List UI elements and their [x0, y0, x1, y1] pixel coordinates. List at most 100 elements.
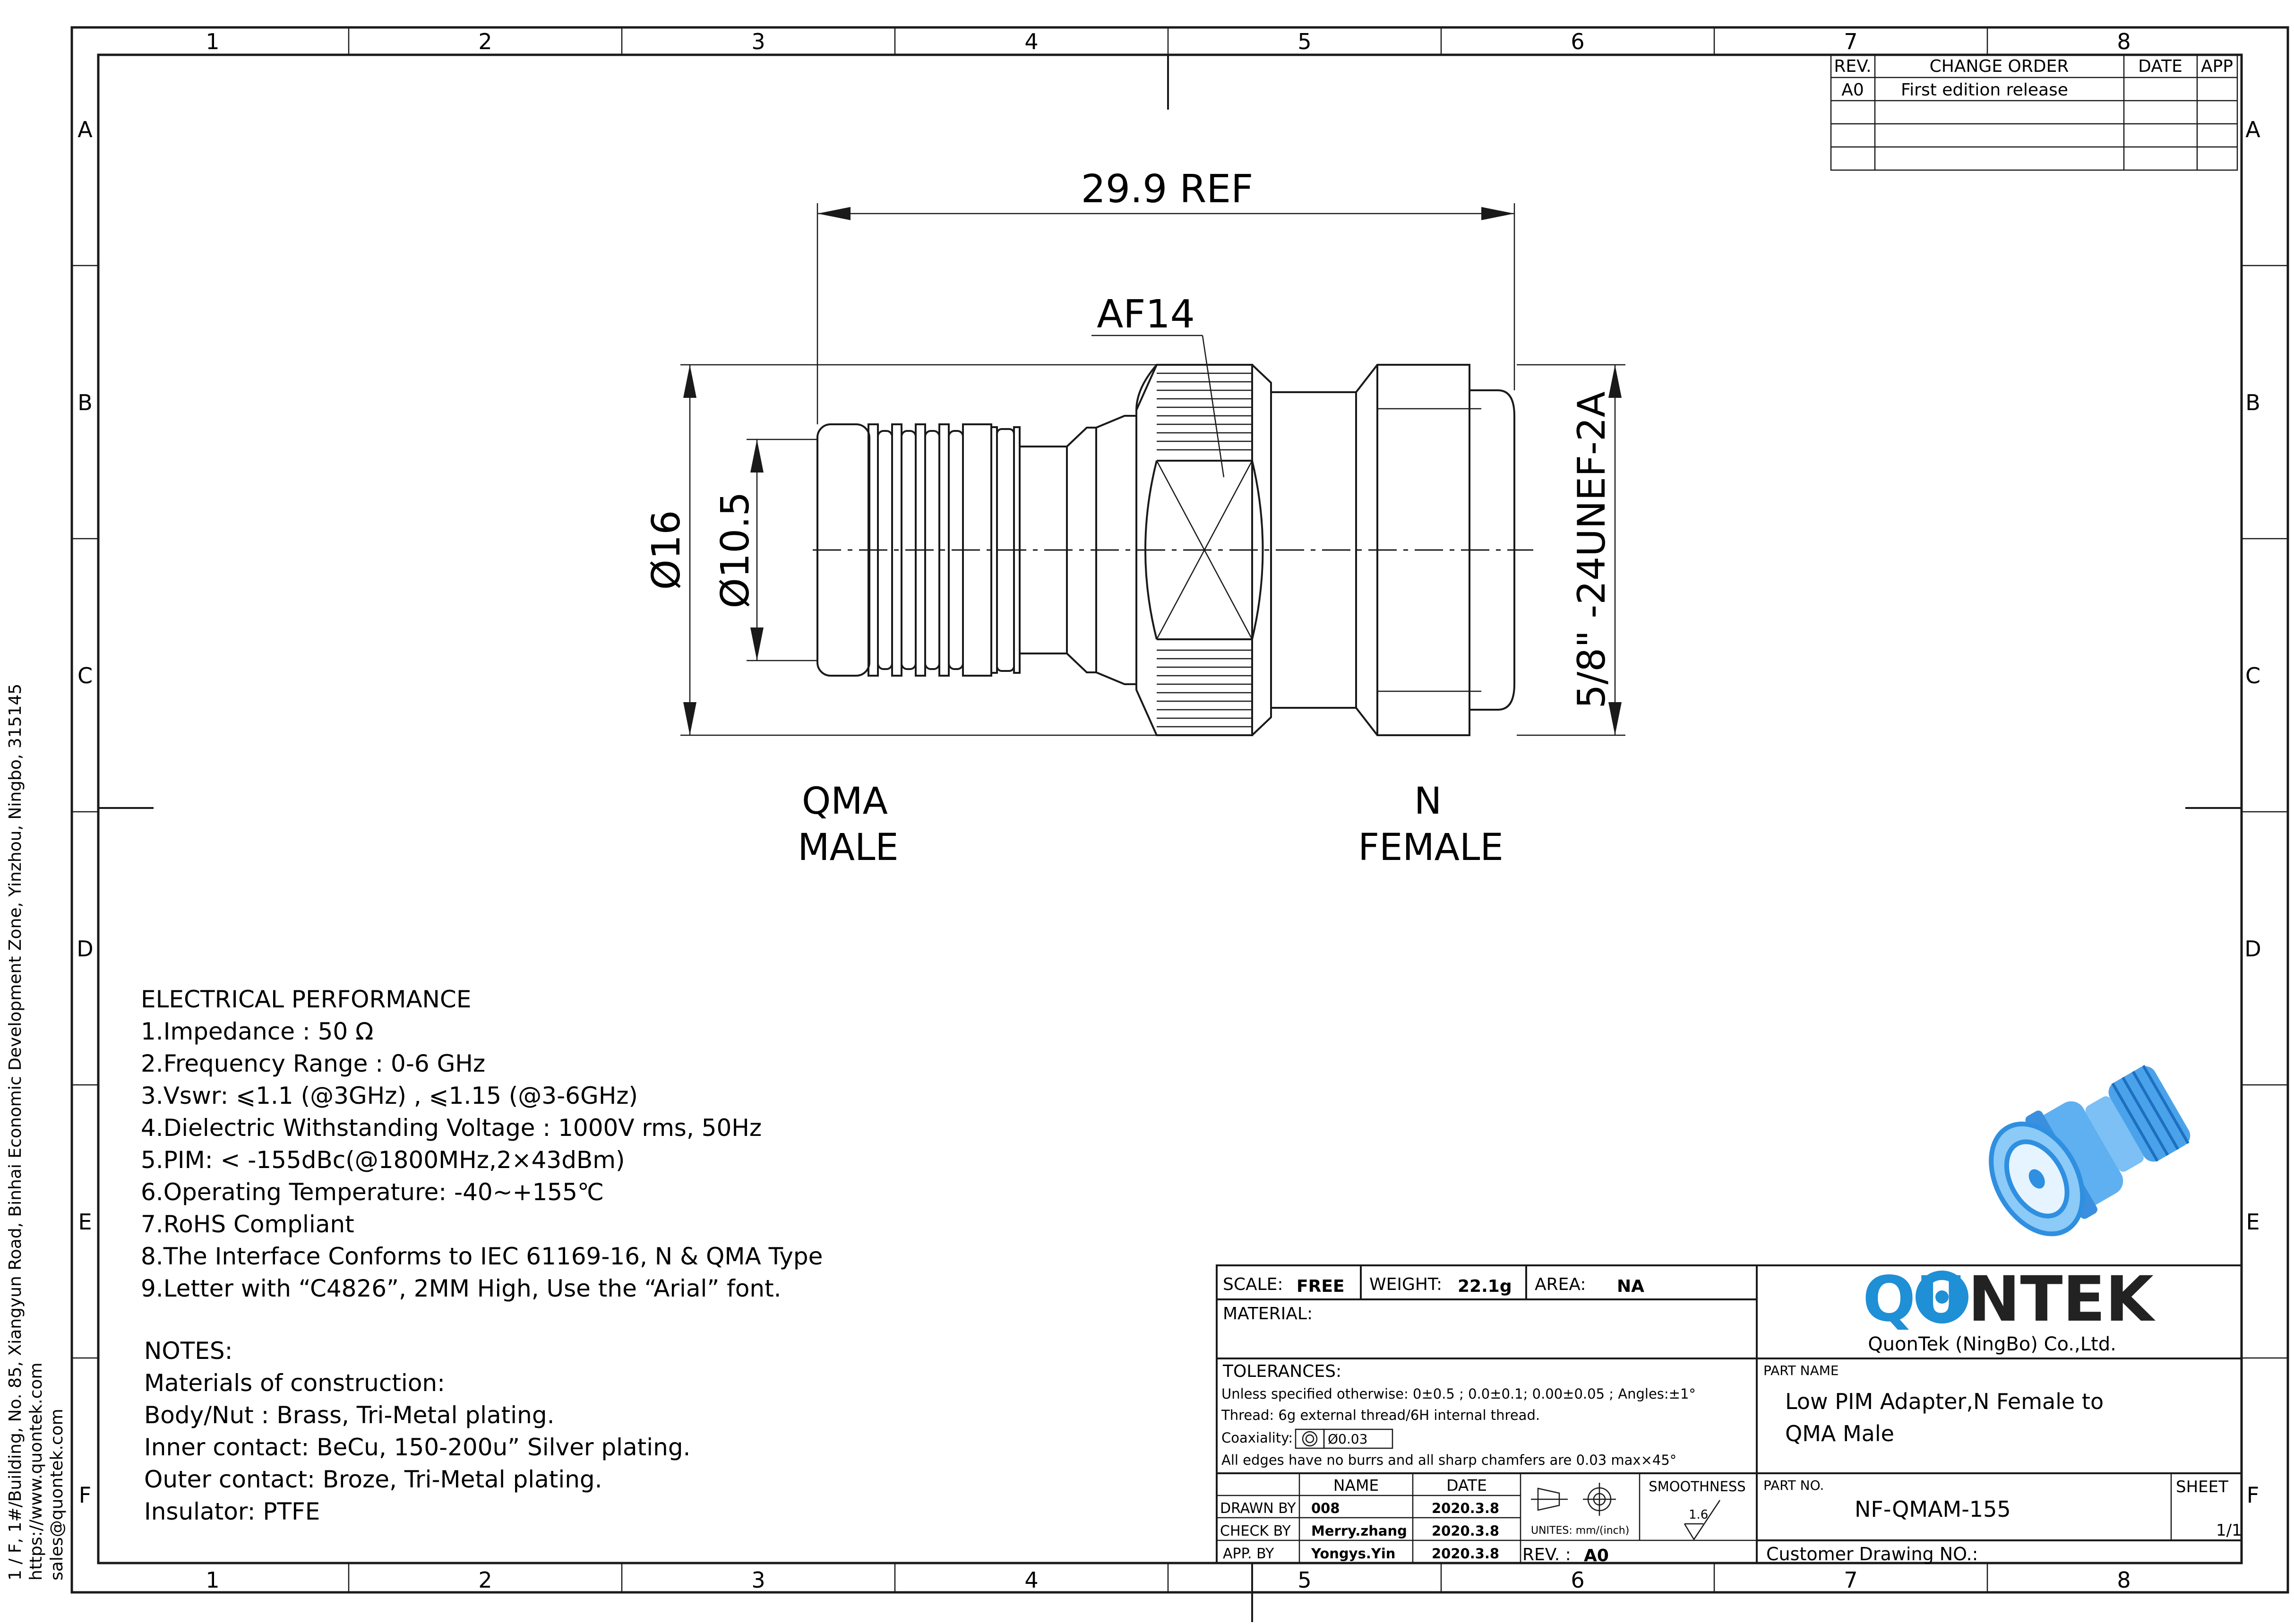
row-grid: A B C D E F A B C D E F — [72, 117, 2288, 1508]
outer-diameter-dimension: Ø16 — [644, 364, 1157, 736]
outer-diameter-text: Ø16 — [644, 510, 689, 590]
revision-table: REV. CHANGE ORDER DATE APP A0 First edit… — [1830, 54, 2238, 171]
app-by-name: Yongys.Yin — [1311, 1546, 1395, 1562]
app-header: APP — [2201, 57, 2233, 76]
change-order-header: CHANGE ORDER — [1930, 57, 2069, 76]
weight-value: 22.1g — [1458, 1277, 1512, 1296]
smoothness-symbol: 1.6 — [1684, 1500, 1721, 1541]
row-label-left: F — [79, 1482, 91, 1508]
area-value: NA — [1617, 1277, 1644, 1296]
tolerance-line: Thread: 6g external thread/6H internal t… — [1221, 1407, 1540, 1423]
drawn-date: 2020.3.8 — [1432, 1500, 1499, 1516]
row-label-left: E — [78, 1209, 92, 1235]
projection-symbol — [1531, 1483, 1616, 1516]
n-female-body — [1271, 364, 1515, 736]
row-label-left: D — [77, 936, 93, 962]
col-label-top: 5 — [1297, 29, 1311, 54]
right-connector-label: FEMALE — [1358, 826, 1504, 869]
app-by-label: APP. BY — [1223, 1546, 1274, 1562]
row-label-right: B — [2245, 390, 2260, 415]
rev-value: A0 — [1584, 1546, 1609, 1565]
sheet-value: 1/1 — [2216, 1521, 2242, 1540]
spec-line: 9.Letter with “C4826”, 2MM High, Use the… — [141, 1275, 782, 1302]
inner-diameter-dimension: Ø10.5 — [713, 438, 817, 662]
row-label-right: F — [2247, 1482, 2259, 1508]
thread-dimension: 5/8" -24UNEF-2A — [1517, 364, 1625, 736]
thread-dimension-text: 5/8" -24UNEF-2A — [1570, 391, 1614, 708]
col-label-bottom: 7 — [1844, 1567, 1857, 1593]
drawn-by-name: 008 — [1311, 1500, 1340, 1516]
spec-line: 3.Vswr: ⩽1.1 (@3GHz) , ⩽1.15 (@3-6GHz) — [141, 1082, 638, 1109]
name-header: NAME — [1333, 1476, 1379, 1495]
col-label-bottom: 2 — [478, 1567, 492, 1593]
hex-dimension: AF14 — [1091, 292, 1225, 478]
col-label-bottom: 3 — [751, 1567, 765, 1593]
col-label-top: 2 — [478, 29, 492, 54]
weight-label: WEIGHT: — [1369, 1275, 1442, 1294]
change-order-cell: First edition release — [1901, 80, 2068, 100]
spec-line: 7.RoHS Compliant — [141, 1211, 354, 1238]
col-label-top: 8 — [2117, 29, 2131, 54]
qma-coupling-nut — [816, 423, 1021, 677]
col-label-bottom: 6 — [1571, 1567, 1584, 1593]
check-by-label: CHECK BY — [1220, 1523, 1291, 1539]
title-block: SCALE: FREE WEIGHT: 22.1g AREA: NA MATER… — [1216, 1263, 2242, 1565]
part-name-line: Low PIM Adapter,N Female to — [1785, 1389, 2104, 1414]
col-label-top: 6 — [1571, 29, 1584, 54]
electrical-performance: ELECTRICAL PERFORMANCE 1.Impedance : 50 … — [141, 986, 823, 1302]
col-label-bottom: 8 — [2117, 1567, 2131, 1593]
area-label: AREA: — [1535, 1275, 1586, 1294]
tolerances-title: TOLERANCES: — [1222, 1362, 1341, 1381]
smoothness-value: 1.6 — [1689, 1508, 1708, 1522]
check-by-name: Merry.zhang — [1311, 1523, 1407, 1539]
scale-value: FREE — [1297, 1277, 1345, 1296]
note-line: Materials of construction: — [144, 1369, 445, 1397]
app-date: 2020.3.8 — [1432, 1546, 1499, 1562]
col-label-bottom: 1 — [206, 1567, 219, 1593]
connector-drawing: 29.9 REF AF14 Ø16 Ø10.5 — [644, 167, 1625, 869]
quontek-logo: QU NTEK — [1863, 1263, 2156, 1336]
inner-diameter-text: Ø10.5 — [713, 491, 758, 608]
rev-label: REV. : — [1522, 1545, 1571, 1564]
row-label-right: E — [2246, 1209, 2260, 1235]
right-connector-label: N — [1414, 780, 1442, 823]
notes-title: NOTES: — [144, 1337, 232, 1365]
col-label-top: 7 — [1844, 29, 1857, 54]
drawn-by-label: DRAWN BY — [1220, 1500, 1296, 1517]
material-label: MATERIAL: — [1223, 1304, 1313, 1323]
row-label-right: D — [2244, 936, 2261, 962]
part-no-value: NF-QMAM-155 — [1855, 1496, 2011, 1522]
coaxiality-frame: Ø0.03 — [1295, 1428, 1393, 1449]
col-label-bottom: 4 — [1024, 1567, 1038, 1593]
date-header: DATE — [2138, 57, 2182, 76]
rev-header: REV. — [1834, 57, 1871, 76]
spec-line: 1.Impedance : 50 Ω — [141, 1018, 373, 1045]
note-line: Body/Nut : Brass, Tri-Metal plating. — [144, 1401, 554, 1429]
notes-section: NOTES: Materials of construction: Body/N… — [144, 1337, 690, 1525]
logo-text-right: NTEK — [1968, 1263, 2156, 1336]
spec-line: 4.Dielectric Withstanding Voltage : 1000… — [141, 1114, 762, 1142]
part-name-label: PART NAME — [1763, 1363, 1839, 1378]
length-dimension-text: 29.9 REF — [1081, 167, 1254, 212]
hex-dimension-text: AF14 — [1097, 292, 1195, 337]
col-label-top: 3 — [751, 29, 765, 54]
note-line: Inner contact: BeCu, 150-200u” Silver pl… — [144, 1434, 690, 1461]
left-connector-label: QMA — [802, 780, 888, 823]
smoothness-label: SMOOTHNESS — [1649, 1478, 1745, 1495]
scale-label: SCALE: — [1223, 1275, 1283, 1294]
spec-line: 5.PIM: < -155dBc(@1800MHz,2×43dBm) — [141, 1146, 625, 1174]
rev-cell: A0 — [1841, 80, 1864, 100]
company-info-vertical: 1 / F, 1#/Building, No. 85, Xiangyun Roa… — [6, 684, 67, 1581]
row-label-left: A — [77, 117, 93, 142]
company-name: QuonTek (NingBo) Co.,Ltd. — [1868, 1333, 2116, 1355]
units-text: UNITES: mm/(inch) — [1531, 1525, 1629, 1537]
row-label-right: C — [2245, 663, 2260, 688]
outer-frame — [70, 26, 2289, 1594]
connector-neck — [1020, 446, 1068, 654]
electrical-title: ELECTRICAL PERFORMANCE — [141, 986, 471, 1013]
customer-drawing-label: Customer Drawing NO.: — [1766, 1544, 1978, 1564]
note-line: Outer contact: Broze, Tri-Metal plating. — [144, 1466, 602, 1493]
spec-line: 8.The Interface Conforms to IEC 61169-16… — [141, 1243, 823, 1270]
date-header: DATE — [1446, 1476, 1487, 1495]
column-grid: 1 2 3 4 5 6 7 8 1 2 3 4 5 6 7 8 — [206, 27, 2131, 1593]
